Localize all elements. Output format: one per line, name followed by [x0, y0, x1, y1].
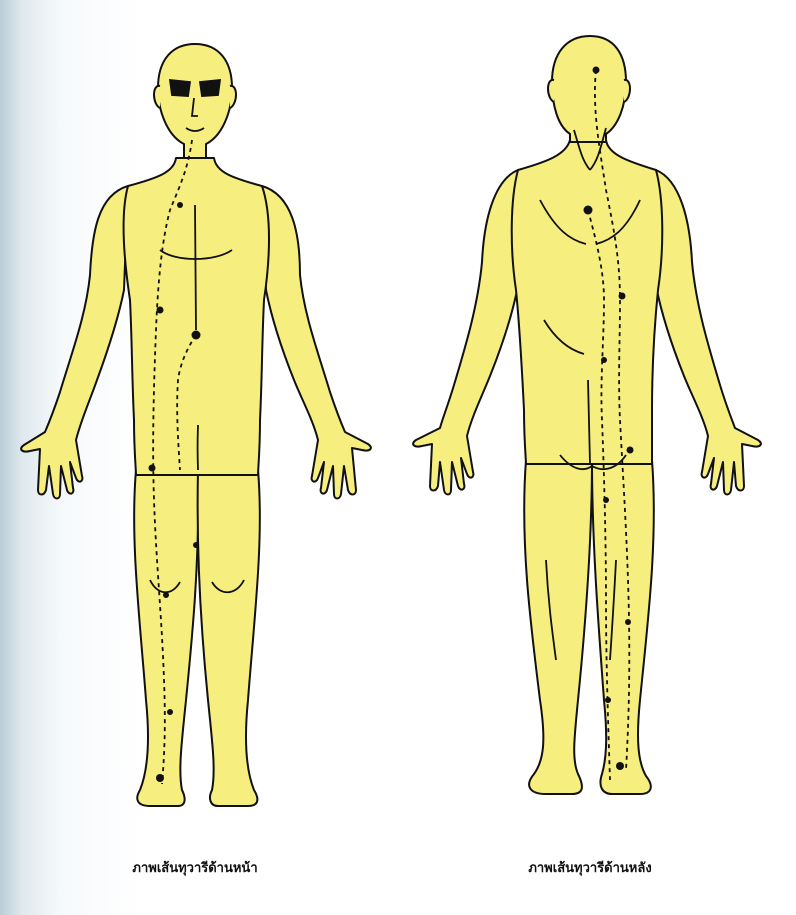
back-right-leg	[524, 460, 592, 794]
front-point	[156, 774, 164, 782]
front-head	[158, 44, 232, 158]
back-point	[584, 206, 593, 215]
front-left-arm	[262, 186, 371, 499]
back-point	[605, 697, 611, 703]
back-point	[593, 67, 600, 74]
front-body-figure	[21, 44, 371, 806]
back-left-arm	[656, 170, 761, 495]
back-body-figure	[413, 36, 761, 794]
back-point	[625, 619, 631, 625]
front-right-arm	[21, 186, 128, 499]
front-point	[167, 709, 173, 715]
back-left-leg	[592, 460, 654, 794]
back-point	[603, 497, 609, 503]
front-view-caption: ภาพเส้นทุวารีด้านหน้า	[132, 857, 257, 878]
front-right-leg	[134, 470, 198, 806]
back-point	[601, 357, 607, 363]
front-point	[163, 592, 169, 598]
front-point	[149, 465, 156, 472]
front-point	[192, 331, 201, 340]
back-point	[616, 762, 624, 770]
back-head	[552, 36, 626, 142]
back-right-arm	[413, 170, 518, 495]
back-torso	[512, 140, 663, 464]
front-point	[157, 307, 164, 314]
front-left-leg	[198, 470, 260, 806]
back-point	[619, 293, 626, 300]
back-point	[627, 447, 634, 454]
front-point	[177, 202, 183, 208]
back-view-caption: ภาพเส้นทุวารีด้านหลัง	[528, 857, 651, 878]
front-point	[193, 542, 199, 548]
